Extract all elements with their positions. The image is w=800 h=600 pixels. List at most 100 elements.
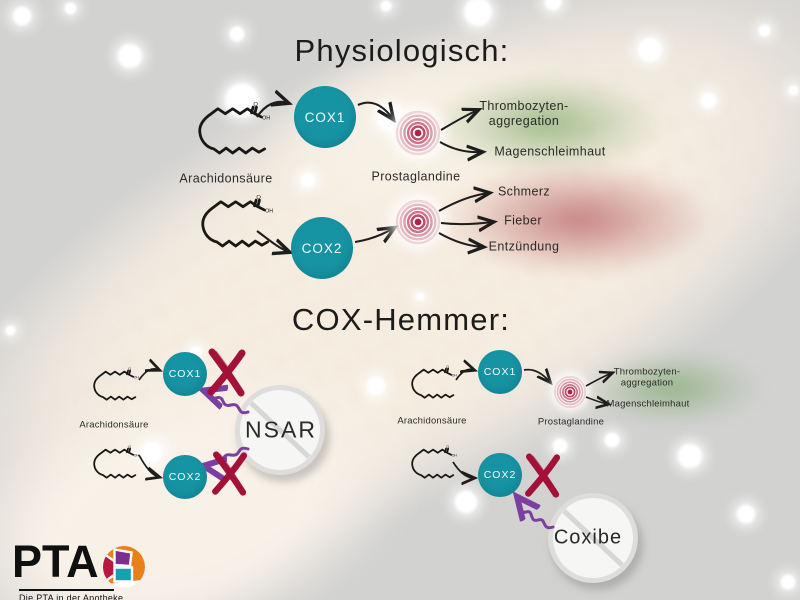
molecule-oh-label: OH (134, 453, 140, 457)
effect-magenschleimhaut: Magenschleimhaut (494, 144, 606, 159)
bokeh-bubble (544, 0, 562, 11)
effect-schmerz: Schmerz (497, 184, 551, 199)
arrow-to-schmerz (438, 193, 489, 212)
arachidonic-acid-structure: O OH (93, 445, 140, 479)
arrow-cox1-to-prostaglandin (357, 103, 393, 119)
molecule-oh-label: OH (452, 453, 458, 457)
pta-tagline: Die PTA in der Apotheke (19, 593, 124, 600)
cox1-label: COX1 (483, 366, 517, 378)
arrow-to-thrombozyten (585, 373, 612, 387)
effect-magenschleimhaut: Magenschleimhaut (606, 398, 690, 410)
substrate-label: Arachidonsäure (397, 415, 467, 427)
product-label: Prostaglandine (371, 169, 461, 184)
arachidonic-acid-structure: O OH (198, 102, 270, 155)
arrow-substrate-to-cox1 (256, 102, 288, 118)
product-label: Prostaglandine (537, 416, 605, 428)
cox2-enzyme-circle: COX2 (291, 217, 353, 279)
cox1-label: COX1 (168, 368, 202, 380)
cox1-enzyme-circle-nsar: COX1 (163, 352, 207, 396)
effect-line2: aggregation (488, 114, 560, 128)
bokeh-bubble (117, 43, 143, 69)
cox2-enzyme-circle-coxibe: COX2 (478, 453, 522, 497)
bokeh-bubble (780, 574, 796, 590)
effect-line1: Thrombozyten- (613, 366, 681, 378)
prostaglandin-icon (391, 106, 445, 160)
molecule-o-label: O (256, 195, 261, 201)
pta-brand-text: PTA (12, 536, 99, 587)
molecule-o-label: O (253, 102, 258, 108)
cox1-enzyme-circle: COX1 (294, 86, 356, 148)
molecule-oh-label: OH (452, 373, 458, 377)
arrow-to-thrombozyten (440, 110, 478, 131)
effect-line1: Thrombozyten- (479, 99, 569, 113)
arrow-to-magenschleimhaut (585, 397, 608, 404)
logo-divider-line (19, 589, 114, 591)
coxibe-drug-label: Coxibe (553, 526, 623, 549)
blocked-x-icon (215, 455, 244, 493)
molecule-o-label: O (128, 445, 131, 449)
arrow-substrate-to-cox2 (256, 230, 289, 252)
bokeh-bubble (380, 0, 392, 12)
cox2-enzyme-circle-nsar: COX2 (163, 455, 207, 499)
bokeh-bubble (552, 438, 568, 454)
bokeh-bubble (699, 91, 717, 109)
molecule-oh-label: OH (134, 375, 140, 379)
arachidonic-acid-structure: O OH (411, 445, 458, 479)
arrow-cox1-to-prostaglandin (523, 370, 550, 382)
arrow-cox2-to-prostaglandin (354, 228, 394, 242)
arachidonic-acid-structure: O OH (201, 195, 273, 248)
bokeh-bubble (12, 6, 32, 26)
cox2-label: COX2 (168, 471, 202, 483)
effect-entzuendung: Entzündung (488, 239, 560, 254)
substrate-label: Arachidonsäure (79, 419, 149, 431)
section-title-cox-hemmer: COX-Hemmer: (291, 302, 511, 337)
inhibition-squiggle-arrow-cox1 (205, 391, 250, 415)
arrow-substrate-to-cox1 (138, 369, 159, 381)
effect-line2: aggregation (620, 378, 674, 389)
pta-logo: PTA Die PTA in der Apotheke (12, 536, 146, 600)
molecule-o-label: O (128, 367, 131, 371)
arrow-substrate-to-cox2 (452, 461, 474, 478)
bokeh-bubble (300, 172, 316, 188)
bokeh-bubble (141, 441, 163, 463)
blocked-x-icon (211, 352, 242, 393)
arrow-substrate-to-cox2 (138, 454, 159, 477)
arrow-substrate-to-cox1 (455, 369, 474, 381)
bokeh-bubble (63, 1, 77, 15)
section-title-physiologisch: Physiologisch: (294, 33, 510, 68)
bokeh-bubble (229, 26, 245, 42)
bokeh-bubble (604, 432, 620, 448)
cox1-enzyme-circle-coxibe: COX1 (478, 350, 522, 394)
effect-thrombozytenaggregation: Thrombozyten- aggregation (479, 99, 568, 129)
bokeh-bubble (757, 23, 771, 37)
cox2-label: COX2 (301, 240, 343, 256)
molecule-oh-label: OH (262, 115, 270, 121)
arrow-to-fieber (440, 222, 493, 224)
bokeh-bubble (4, 324, 16, 336)
molecule-o-label: O (446, 445, 449, 449)
nsar-drug-label: NSAR (245, 416, 317, 443)
inhibition-squiggle-arrow-cox2 (518, 498, 555, 530)
bokeh-bubble (787, 84, 799, 96)
arachidonic-acid-structure: O OH (93, 367, 140, 401)
molecule-oh-label: OH (265, 208, 273, 214)
cox2-label: COX2 (483, 469, 517, 481)
molecule-o-label: O (446, 365, 449, 369)
bokeh-bubble (637, 37, 663, 63)
bokeh-bubble (454, 490, 478, 514)
substrate-label: Arachidonsäure (179, 171, 273, 186)
arrow-to-magenschleimhaut (439, 141, 482, 152)
bokeh-bubble (736, 504, 756, 524)
effect-fieber: Fieber (504, 213, 542, 228)
bokeh-bubble (677, 443, 703, 469)
prostaglandin-icon (391, 195, 445, 249)
pta-brand-row: PTA (12, 536, 146, 589)
bokeh-bubble (463, 0, 493, 27)
bokeh-bubble (366, 376, 386, 396)
prostaglandin-icon (551, 373, 590, 412)
blocked-x-icon (528, 457, 557, 495)
cox1-label: COX1 (304, 109, 346, 125)
pta-logo-mark-icon (102, 546, 145, 588)
